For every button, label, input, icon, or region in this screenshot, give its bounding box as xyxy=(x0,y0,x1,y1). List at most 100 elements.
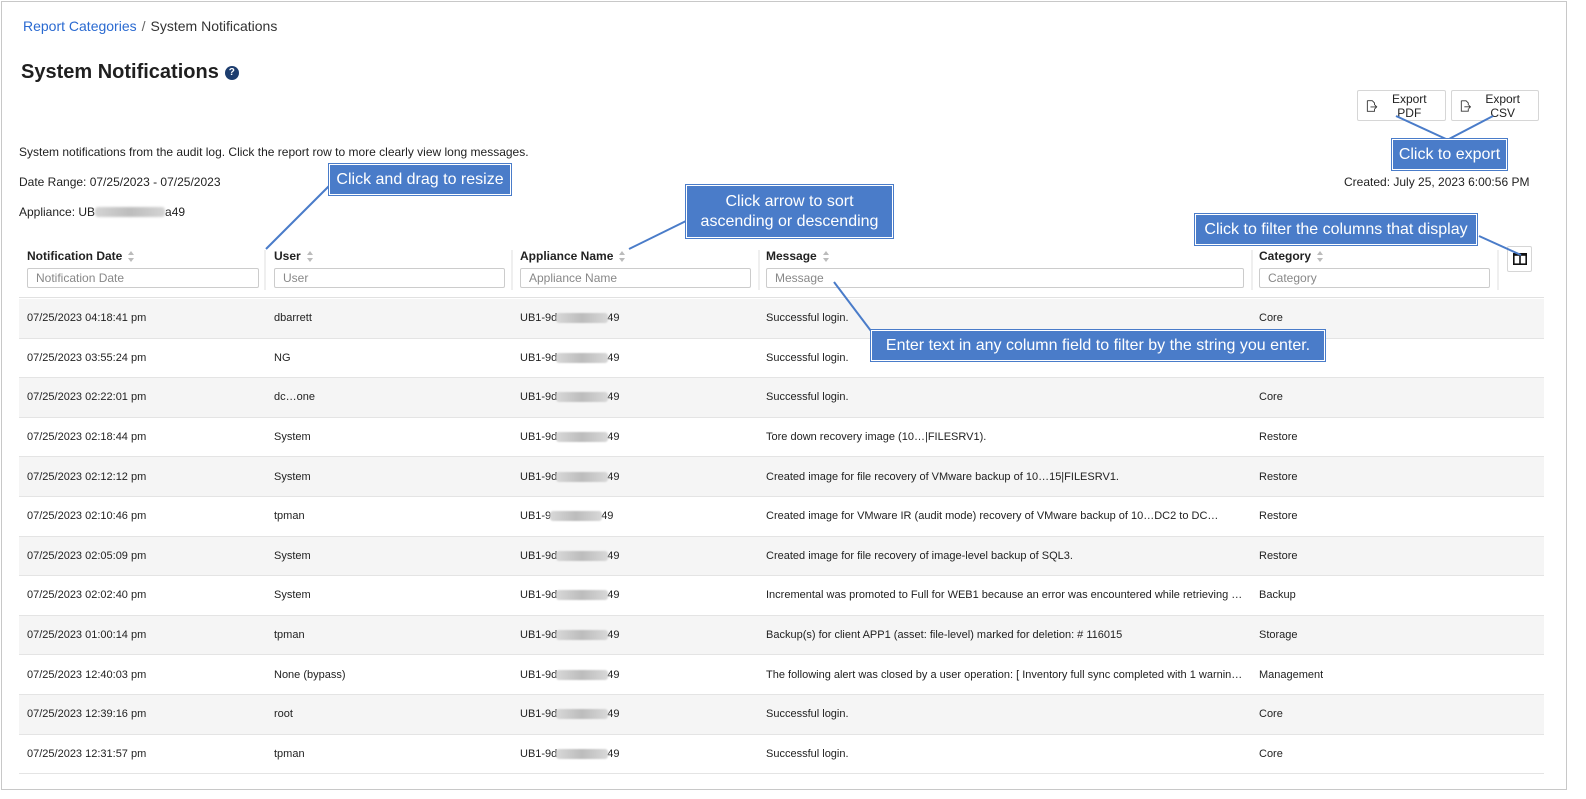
export-csv-label: Export CSV xyxy=(1485,91,1520,120)
column-resize-handle[interactable] xyxy=(1497,250,1499,290)
cell-category: Core xyxy=(1259,378,1489,417)
cell-appliance-name: UB1-9d 49 xyxy=(520,457,760,496)
filter-user-input[interactable] xyxy=(274,268,505,288)
file-export-icon xyxy=(1460,99,1472,112)
cell-user: NG xyxy=(274,339,514,378)
cell-text: UB1-9d xyxy=(520,391,558,404)
cell-text: Core xyxy=(1259,391,1283,404)
cell-category: Core xyxy=(1259,735,1489,774)
cell-text: Created image for file recovery of image… xyxy=(766,549,1073,562)
cell-text: Successful login. xyxy=(766,747,849,760)
cell-text: 49 xyxy=(607,589,620,602)
cell-text: Core xyxy=(1259,312,1283,325)
cell-text: 49 xyxy=(607,549,620,562)
table-row[interactable]: 07/25/2023 02:05:09 pm System UB1-9d 49 Crea… xyxy=(19,536,1544,577)
cell-message: Tore down recovery image (10…|FILESRV1). xyxy=(766,418,1244,457)
cell-text: UB1-9d xyxy=(520,708,558,721)
cell-text: UB1-9d xyxy=(520,549,558,562)
cell-text: UB1-9d xyxy=(520,470,558,483)
cell-notification-date: 07/25/2023 02:02:40 pm xyxy=(27,576,267,615)
export-pdf-button[interactable]: Export PDF xyxy=(1357,90,1446,121)
column-title: User xyxy=(274,249,301,263)
cell-text: 07/25/2023 01:00:14 pm xyxy=(27,629,147,642)
cell-user: System xyxy=(274,537,514,576)
cell-notification-date: 07/25/2023 12:31:57 pm xyxy=(27,735,267,774)
cell-text: 49 xyxy=(607,391,620,404)
sort-icon[interactable] xyxy=(1317,250,1324,262)
cell-text: Successful login. xyxy=(766,391,849,404)
cell-notification-date: 07/25/2023 12:39:16 pm xyxy=(27,695,267,734)
column-resize-handle[interactable] xyxy=(758,250,760,290)
cell-text: UB1-9d xyxy=(520,589,558,602)
cell-message: Created image for file recovery of image… xyxy=(766,537,1244,576)
callout-sort-line2: ascending or descending xyxy=(700,212,879,230)
breadcrumb-current: System Notifications xyxy=(150,18,278,34)
cell-appliance-name: UB1-9d 49 xyxy=(520,576,760,615)
export-csv-button[interactable]: Export CSV xyxy=(1451,90,1539,121)
cell-text: 49 xyxy=(607,470,620,483)
column-category: Category xyxy=(1259,248,1490,288)
sort-icon[interactable] xyxy=(822,250,830,262)
cell-text: 07/25/2023 12:31:57 pm xyxy=(27,747,147,760)
cell-text: 07/25/2023 02:12:12 pm xyxy=(27,470,147,483)
callout-line-resize xyxy=(265,185,330,250)
callout-resize: Click and drag to resize xyxy=(329,164,511,195)
cell-user: dbarrett xyxy=(274,299,514,338)
redacted-text xyxy=(95,207,166,217)
redacted-text xyxy=(556,471,609,482)
cell-text: System xyxy=(274,431,311,444)
cell-text: 07/25/2023 02:05:09 pm xyxy=(27,549,147,562)
cell-text: 07/25/2023 04:18:41 pm xyxy=(27,312,147,325)
cell-text: Core xyxy=(1259,708,1283,721)
callout-filter-text: Enter text in any column field to filter… xyxy=(871,330,1325,361)
sort-icon[interactable] xyxy=(128,250,135,262)
help-icon[interactable]: ? xyxy=(224,65,239,80)
callout-filter-columns: Click to filter the columns that display xyxy=(1195,214,1477,245)
cell-text: 49 xyxy=(607,312,620,325)
column-appliance-name: Appliance Name xyxy=(520,248,751,288)
cell-text: NG xyxy=(274,351,291,364)
cell-text: 49 xyxy=(607,351,620,364)
filter-message-input[interactable] xyxy=(766,268,1244,288)
column-message: Message xyxy=(766,248,1244,288)
cell-message: Successful login. xyxy=(766,735,1244,774)
filter-category-input[interactable] xyxy=(1259,268,1490,288)
column-resize-handle[interactable] xyxy=(264,250,266,290)
sort-icon[interactable] xyxy=(619,250,626,262)
callout-sort-line1: Click arrow to sort xyxy=(725,192,854,210)
cell-text: 07/25/2023 02:02:40 pm xyxy=(27,589,147,602)
cell-text: 49 xyxy=(607,431,620,444)
column-chooser-button[interactable] xyxy=(1507,246,1532,272)
breadcrumb-separator: / xyxy=(141,18,146,34)
cell-category: Restore xyxy=(1259,537,1489,576)
filter-appliance-name-input[interactable] xyxy=(520,268,751,288)
cell-text: The following alert was closed by a user… xyxy=(766,668,1244,681)
breadcrumb-report-categories[interactable]: Report Categories xyxy=(23,18,137,34)
columns-icon xyxy=(1512,253,1527,265)
column-resize-handle[interactable] xyxy=(1251,250,1253,290)
cell-text: Restore xyxy=(1259,510,1298,523)
report-page: Report Categories/System Notifications S… xyxy=(1,1,1567,790)
column-title: Notification Date xyxy=(27,249,123,263)
cell-user: None (bypass) xyxy=(274,655,514,694)
redacted-text xyxy=(550,511,603,522)
sort-icon[interactable] xyxy=(306,250,314,262)
cell-text: 49 xyxy=(607,668,620,681)
column-resize-handle[interactable] xyxy=(511,250,513,290)
redacted-text xyxy=(556,432,609,443)
cell-text: Tore down recovery image (10…|FILESRV1). xyxy=(766,431,987,444)
filter-notification-date-input[interactable] xyxy=(27,268,259,288)
redacted-text xyxy=(556,352,609,363)
cell-user: System xyxy=(274,418,514,457)
